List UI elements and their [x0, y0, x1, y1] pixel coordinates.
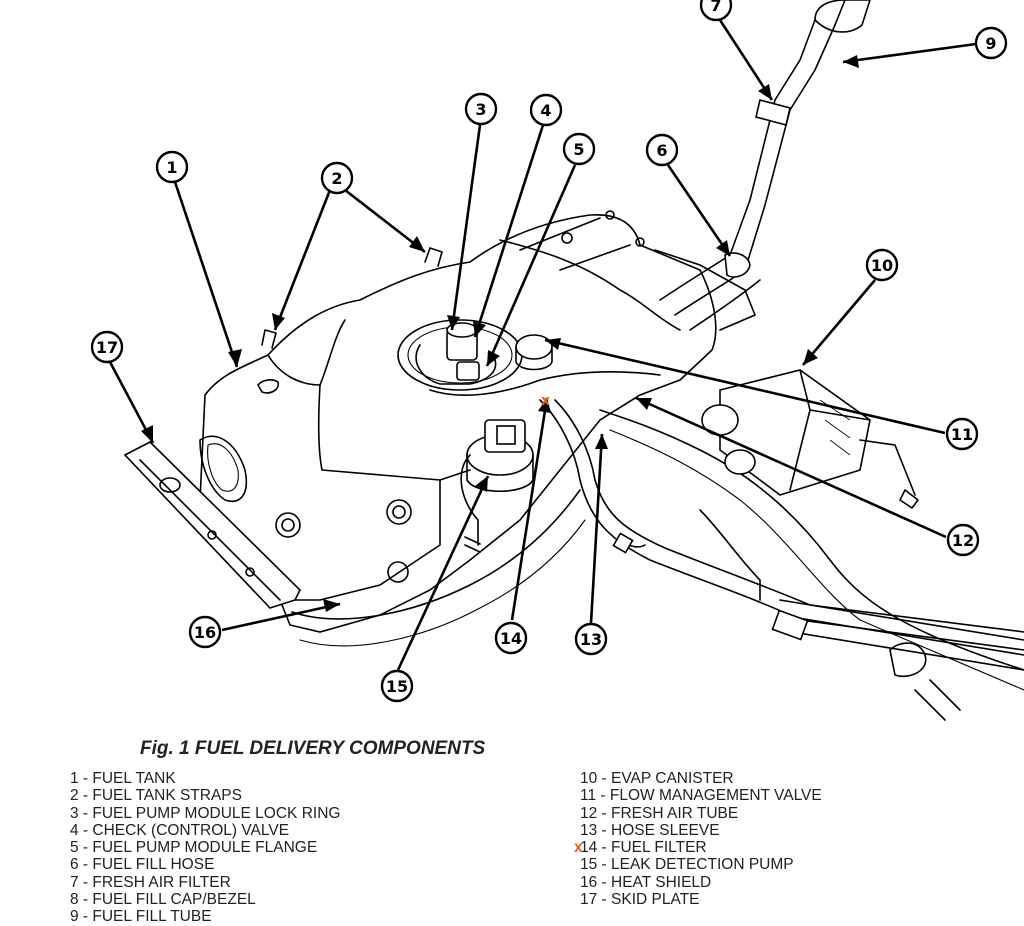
svg-text:10: 10 [871, 256, 893, 275]
svg-text:9: 9 [985, 34, 996, 53]
svg-text:7: 7 [710, 0, 721, 15]
callout-5: 5 [562, 132, 596, 166]
legend-item: 13 - HOSE SLEEVE [580, 821, 720, 839]
callout-11: 11 [945, 417, 979, 451]
callout-9: 9 [974, 26, 1008, 60]
fuel-lines-drawing [539, 399, 1024, 721]
callout-7: 7 [699, 0, 733, 22]
callout-13: 13 [574, 622, 608, 656]
legend-item: 9 - FUEL FILL TUBE [70, 908, 212, 926]
fuel-pump-module-drawing [397, 319, 661, 396]
legend-item: 6 - FUEL FILL HOSE [70, 856, 215, 874]
svg-text:6: 6 [656, 141, 667, 160]
callout-14: 14 [494, 621, 528, 655]
svg-text:11: 11 [951, 425, 973, 444]
highlight-x-mark-legend: x [574, 839, 583, 857]
fuel-system-diagram: x x 1 2 3 4 5 6 7 9 10 11 12 13 14 15 16… [90, 0, 1024, 721]
skid-plate-drawing [123, 441, 301, 609]
svg-text:3: 3 [475, 100, 486, 119]
fuel-fill-drawing [654, 0, 871, 331]
callout-10: 10 [865, 248, 899, 282]
leak-detection-pump-drawing [460, 419, 534, 553]
legend-item: 4 - CHECK (CONTROL) VALVE [70, 821, 290, 839]
callout-15: 15 [380, 669, 414, 703]
callout-3: 3 [464, 92, 498, 126]
legend-item-text: 14 - FUEL FILTER [580, 839, 707, 857]
svg-text:12: 12 [952, 531, 974, 550]
callout-2: 2 [320, 161, 354, 195]
svg-text:4: 4 [540, 101, 551, 120]
callout-6: 6 [645, 133, 679, 167]
callout-4: 4 [529, 93, 563, 127]
legend-item: 16 - HEAT SHIELD [580, 873, 712, 891]
legend-item: 11 - FLOW MANAGEMENT VALVE [580, 787, 822, 805]
svg-text:13: 13 [580, 630, 602, 649]
svg-text:16: 16 [194, 623, 216, 642]
legend-item: 7 - FRESH AIR FILTER [70, 873, 231, 891]
leader-lines [108, 19, 977, 671]
legend-item-highlighted: x 14 - FUEL FILTER [574, 839, 822, 857]
svg-text:2: 2 [331, 169, 342, 188]
svg-text:1: 1 [166, 158, 177, 177]
callout-12: 12 [946, 523, 980, 557]
legend-item: 8 - FUEL FILL CAP/BEZEL [70, 891, 256, 909]
callout-1: 1 [155, 150, 189, 184]
legend-right-column: 10 - EVAP CANISTER 11 - FLOW MANAGEMENT … [574, 770, 822, 909]
svg-text:14: 14 [500, 629, 522, 648]
legend-item: 5 - FUEL PUMP MODULE FLANGE [70, 839, 318, 857]
legend-item: 2 - FUEL TANK STRAPS [70, 787, 242, 805]
svg-text:5: 5 [573, 140, 584, 159]
legend-left-column: 1 - FUEL TANK 2 - FUEL TANK STRAPS 3 - F… [70, 770, 340, 926]
legend-item: 3 - FUEL PUMP MODULE LOCK RING [70, 804, 341, 822]
callout-17: 17 [90, 330, 124, 364]
evap-canister-drawing [701, 369, 919, 509]
legend-item: 17 - SKID PLATE [580, 891, 700, 909]
svg-text:17: 17 [96, 338, 118, 357]
figure-title: Fig. 1 FUEL DELIVERY COMPONENTS [140, 738, 486, 759]
svg-text:15: 15 [386, 677, 408, 696]
arrow-head-1 [228, 349, 242, 367]
legend-item: 10 - EVAP CANISTER [580, 770, 734, 787]
highlight-x-mark-diagram: x [541, 393, 550, 409]
legend-item: 15 - LEAK DETECTION PUMP [580, 856, 794, 874]
callout-16: 16 [188, 615, 222, 649]
legend-item: 12 - FRESH AIR TUBE [580, 804, 739, 822]
legend-item: 1 - FUEL TANK [70, 770, 176, 787]
